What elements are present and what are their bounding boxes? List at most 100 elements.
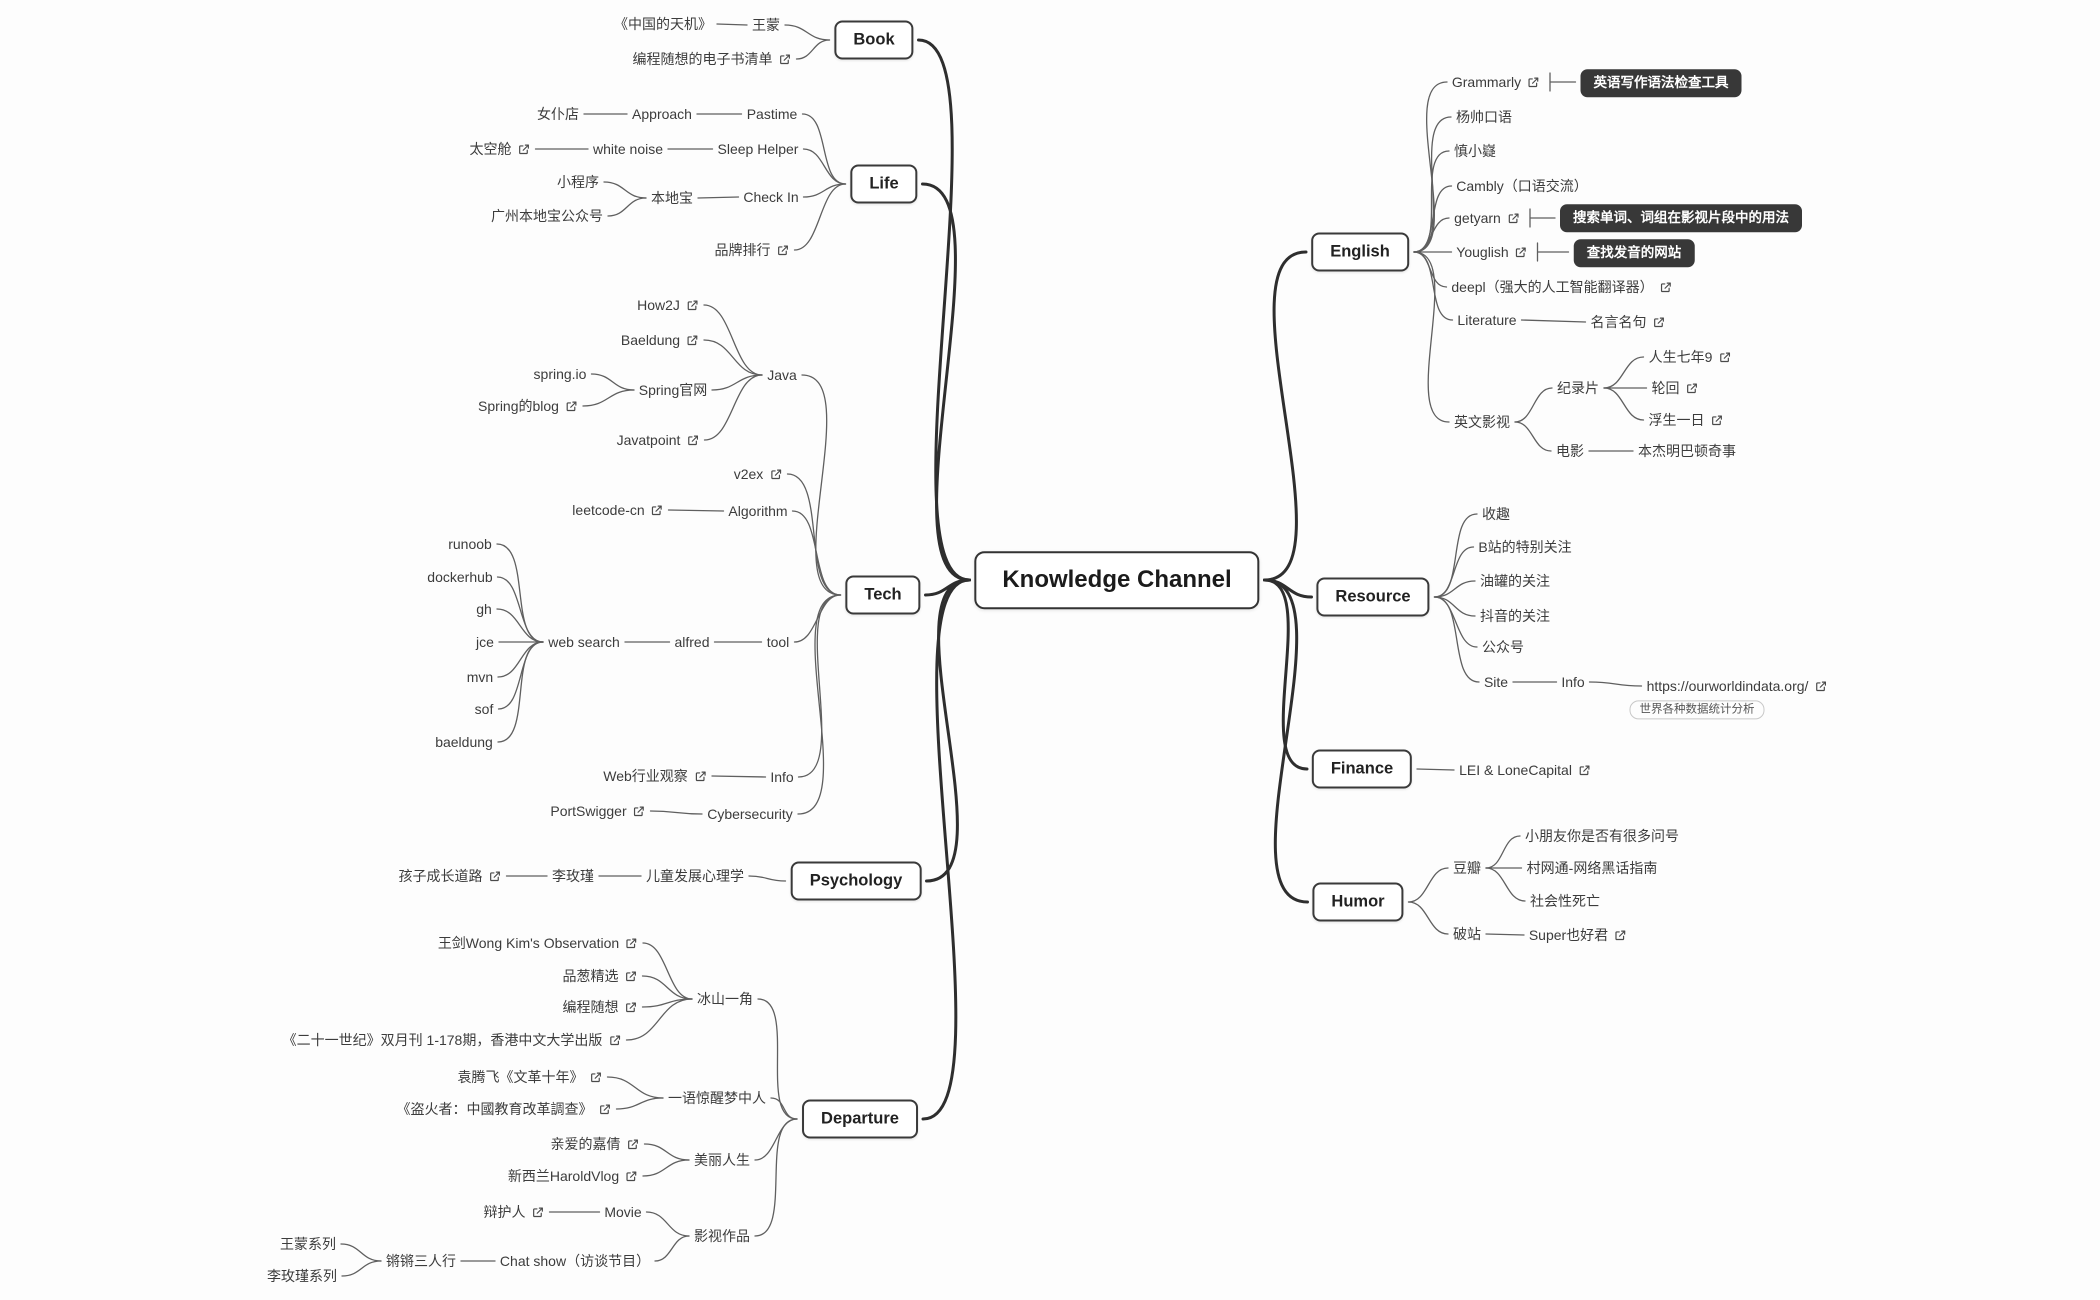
topic-wangmeng[interactable]: 王蒙 bbox=[752, 17, 780, 33]
topic-pastime[interactable]: Pastime bbox=[747, 106, 798, 122]
topic-grammarly[interactable]: Grammarly bbox=[1452, 74, 1540, 90]
topic-bianhuren[interactable]: 辩护人 bbox=[484, 1204, 545, 1220]
topic-dockerhub[interactable]: dockerhub bbox=[427, 569, 492, 585]
topic-gzbendibao[interactable]: 广州本地宝公众号 bbox=[491, 208, 603, 224]
topic-springsite[interactable]: Spring官网 bbox=[639, 382, 707, 398]
external-link-icon[interactable] bbox=[779, 53, 792, 66]
topic-benjieming[interactable]: 本杰明巴顿奇事 bbox=[1638, 443, 1736, 459]
topic-youglish[interactable]: Youglish bbox=[1456, 244, 1527, 260]
external-link-icon[interactable] bbox=[489, 870, 502, 883]
topic-leetcode[interactable]: leetcode-cn bbox=[572, 502, 663, 518]
external-link-icon[interactable] bbox=[627, 1138, 640, 1151]
external-link-icon[interactable] bbox=[1527, 76, 1540, 89]
topic-bzhan[interactable]: B站的特别关注 bbox=[1478, 539, 1571, 555]
topic-book[interactable]: Book bbox=[834, 20, 914, 60]
topic-portswigger[interactable]: PortSwigger bbox=[550, 803, 645, 819]
topic-xiaopengyou[interactable]: 小朋友你是否有很多问号 bbox=[1525, 828, 1679, 844]
topic-limeijin[interactable]: 李玫瑾 bbox=[552, 868, 594, 884]
topic-sof[interactable]: sof bbox=[475, 701, 494, 717]
external-link-icon[interactable] bbox=[1614, 929, 1627, 942]
topic-shehuixing[interactable]: 社会性死亡 bbox=[1530, 893, 1600, 909]
external-link-icon[interactable] bbox=[1507, 212, 1520, 225]
external-link-icon[interactable] bbox=[1686, 382, 1699, 395]
topic-deepl[interactable]: deepl（强大的人工智能翻译器） bbox=[1451, 279, 1672, 295]
external-link-icon[interactable] bbox=[590, 1071, 603, 1084]
topic-wangmeng2[interactable]: 王蒙系列 bbox=[280, 1236, 336, 1252]
topic-limeijin2[interactable]: 李玫瑾系列 bbox=[267, 1268, 337, 1284]
topic-taikongcang[interactable]: 太空舱 bbox=[470, 141, 531, 157]
topic-yiyu[interactable]: 一语惊醒梦中人 bbox=[668, 1090, 766, 1106]
topic-whitenoise[interactable]: white noise bbox=[593, 141, 663, 157]
topic-ertong[interactable]: 儿童发展心理学 bbox=[646, 868, 744, 884]
topic-algorithm[interactable]: Algorithm bbox=[728, 503, 787, 519]
topic-infotech[interactable]: Info bbox=[770, 769, 793, 785]
topic-qinaide[interactable]: 亲爱的嘉倩 bbox=[551, 1136, 640, 1152]
external-link-icon[interactable] bbox=[686, 334, 699, 347]
topic-departure[interactable]: Departure bbox=[802, 1099, 918, 1139]
topic-ywys[interactable]: 英文影视 bbox=[1454, 414, 1510, 430]
topic-fusheng[interactable]: 浮生一日 bbox=[1649, 412, 1724, 428]
external-link-icon[interactable] bbox=[633, 805, 646, 818]
topic-yuantengfei[interactable]: 袁腾飞《文革十年》 bbox=[458, 1069, 603, 1085]
topic-javatpoint[interactable]: Javatpoint bbox=[617, 432, 700, 448]
topic-pozhan[interactable]: 破站 bbox=[1453, 926, 1481, 942]
topic-mvn[interactable]: mvn bbox=[467, 669, 493, 685]
topic-yingshi[interactable]: 影视作品 bbox=[694, 1228, 750, 1244]
topic-bingshan[interactable]: 冰山一角 bbox=[697, 991, 753, 1007]
topic-jilupian[interactable]: 纪录片 bbox=[1557, 380, 1599, 396]
topic-super[interactable]: Super也好君 bbox=[1529, 927, 1627, 943]
external-link-icon[interactable] bbox=[1653, 316, 1666, 329]
topic-humor[interactable]: Humor bbox=[1312, 882, 1404, 922]
topic-ershiyi[interactable]: 《二十一世纪》双月刊 1-178期，香港中文大学出版 bbox=[283, 1032, 622, 1048]
topic-gh[interactable]: gh bbox=[476, 601, 492, 617]
topic-owid[interactable]: https://ourworldindata.org/ bbox=[1647, 678, 1828, 694]
topic-bendibao[interactable]: 本地宝 bbox=[651, 190, 693, 206]
topic-nvpudian[interactable]: 女仆店 bbox=[537, 106, 579, 122]
topic-jce[interactable]: jce bbox=[476, 634, 494, 650]
external-link-icon[interactable] bbox=[651, 504, 664, 517]
topic-alfred[interactable]: alfred bbox=[674, 634, 709, 650]
topic-site[interactable]: Site bbox=[1484, 674, 1508, 690]
external-link-icon[interactable] bbox=[625, 1170, 638, 1183]
topic-getyarn[interactable]: getyarn bbox=[1454, 210, 1520, 226]
topic-chatshow[interactable]: Chat show（访谈节目） bbox=[500, 1253, 650, 1269]
topic-xiaochengxu[interactable]: 小程序 bbox=[557, 174, 599, 190]
topic-biancheng[interactable]: 编程随想 bbox=[563, 999, 638, 1015]
topic-webguancha[interactable]: Web行业观察 bbox=[603, 768, 707, 784]
topic-dianying[interactable]: 电影 bbox=[1556, 443, 1584, 459]
topic-xinxilan[interactable]: 新西兰HaroldVlog bbox=[508, 1168, 638, 1184]
topic-cambly[interactable]: Cambly（口语交流） bbox=[1456, 178, 1587, 194]
external-link-icon[interactable] bbox=[694, 770, 707, 783]
external-link-icon[interactable] bbox=[686, 434, 699, 447]
topic-haizi[interactable]: 孩子成长道路 bbox=[399, 868, 502, 884]
topic-ebook[interactable]: 编程随想的电子书清单 bbox=[633, 51, 792, 67]
topic-pincong[interactable]: 品葱精选 bbox=[563, 968, 638, 984]
external-link-icon[interactable] bbox=[769, 468, 782, 481]
topic-springio[interactable]: spring.io bbox=[534, 366, 587, 382]
topic-life[interactable]: Life bbox=[850, 164, 918, 204]
external-link-icon[interactable] bbox=[518, 143, 531, 156]
external-link-icon[interactable] bbox=[565, 400, 578, 413]
external-link-icon[interactable] bbox=[1711, 414, 1724, 427]
topic-movie[interactable]: Movie bbox=[604, 1204, 641, 1220]
external-link-icon[interactable] bbox=[1578, 764, 1591, 777]
topic-douban[interactable]: 豆瓣 bbox=[1453, 860, 1481, 876]
topic-yangshuai[interactable]: 杨帅口语 bbox=[1456, 109, 1512, 125]
topic-center[interactable]: Knowledge Channel bbox=[974, 551, 1260, 609]
topic-zhongguo[interactable]: 《中国的天机》 bbox=[614, 16, 712, 32]
topic-youguan[interactable]: 油罐的关注 bbox=[1480, 573, 1550, 589]
topic-cybersec[interactable]: Cybersecurity bbox=[707, 806, 793, 822]
external-link-icon[interactable] bbox=[532, 1206, 545, 1219]
topic-douyin[interactable]: 抖音的关注 bbox=[1480, 608, 1550, 624]
topic-pinpai[interactable]: 品牌排行 bbox=[715, 242, 790, 258]
topic-literature[interactable]: Literature bbox=[1457, 312, 1516, 328]
topic-websearch[interactable]: web search bbox=[548, 634, 620, 650]
topic-resource[interactable]: Resource bbox=[1316, 577, 1430, 617]
topic-approach[interactable]: Approach bbox=[632, 106, 692, 122]
topic-checkin[interactable]: Check In bbox=[743, 189, 798, 205]
topic-lei[interactable]: LEI & LoneCapital bbox=[1459, 762, 1591, 778]
external-link-icon[interactable] bbox=[1718, 351, 1731, 364]
external-link-icon[interactable] bbox=[1660, 281, 1673, 294]
external-link-icon[interactable] bbox=[625, 1001, 638, 1014]
topic-v2ex[interactable]: v2ex bbox=[734, 466, 783, 482]
